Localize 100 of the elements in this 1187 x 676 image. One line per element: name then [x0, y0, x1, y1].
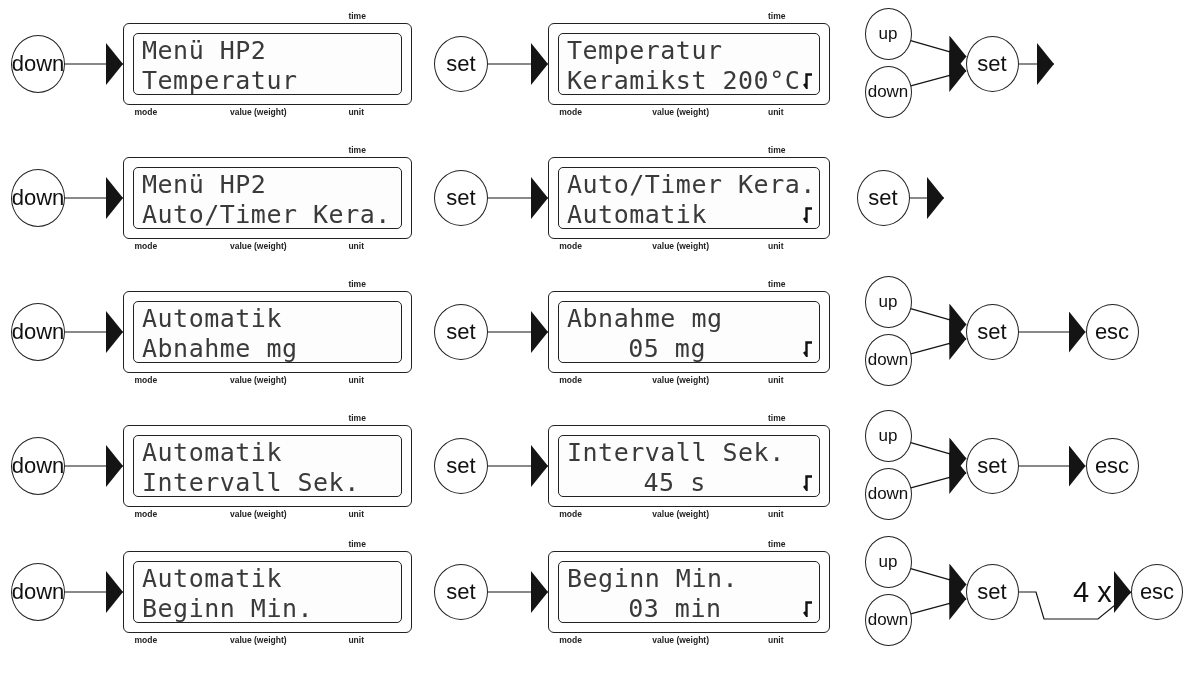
display-caption: unit	[767, 107, 784, 117]
display-caption: unit	[767, 241, 784, 251]
key-button: up	[864, 276, 912, 328]
display-caption: value (weight)	[652, 509, 709, 519]
key-button: down	[864, 594, 912, 646]
lcd-display	[123, 23, 412, 105]
display-caption: time	[767, 11, 786, 21]
display-text: Menü HP2	[142, 36, 267, 66]
display-caption: value (weight)	[652, 107, 709, 117]
display-text: Intervall Sek.	[142, 468, 360, 498]
display-caption: mode	[559, 509, 582, 519]
display-text: Automatik	[567, 200, 707, 230]
display-caption: time	[767, 145, 786, 155]
display-caption: mode	[559, 241, 582, 251]
key-button: down	[11, 563, 65, 621]
display-caption: value (weight)	[652, 241, 709, 251]
display-text: 05 mg	[628, 334, 706, 364]
display-caption: time	[767, 539, 786, 549]
display-caption: unit	[348, 107, 364, 117]
display-caption: mode	[134, 241, 158, 251]
key-button: set	[434, 304, 488, 360]
arrow	[487, 571, 549, 613]
arrow	[910, 49, 967, 92]
arrow	[910, 451, 967, 494]
display-caption: mode	[134, 635, 158, 645]
key-button: up	[864, 536, 912, 588]
display-text: Auto/Timer Kera.	[142, 200, 391, 230]
display-caption: mode	[559, 107, 582, 117]
arrow	[908, 177, 945, 219]
display-text: 45 s	[643, 468, 706, 498]
key-button: down	[11, 303, 65, 361]
display-caption: value (weight)	[229, 241, 287, 251]
display-caption: unit	[767, 375, 784, 385]
arrow	[1017, 571, 1132, 620]
arrow	[64, 311, 124, 353]
arrow	[1017, 43, 1055, 85]
display-text: Beginn Min.	[142, 594, 314, 624]
arrow	[910, 577, 967, 620]
display-text: Auto/Timer Kera.	[567, 170, 816, 200]
lcd-display	[123, 551, 412, 633]
display-text: Intervall Sek.	[567, 438, 785, 468]
key-button: set	[965, 438, 1019, 494]
arrow	[1017, 311, 1087, 353]
display-caption: unit	[348, 375, 364, 385]
display-caption: value (weight)	[229, 107, 287, 117]
display-caption: unit	[767, 635, 784, 645]
arrow	[487, 43, 549, 85]
display-caption: time	[767, 413, 786, 423]
display-caption: unit	[348, 635, 364, 645]
display-text: Keramikst 200°C	[567, 66, 801, 96]
display-caption: time	[348, 279, 366, 289]
display-text: Temperatur	[142, 66, 298, 96]
lcd-display	[123, 291, 412, 373]
key-button: down	[11, 437, 65, 495]
arrow	[487, 177, 549, 219]
lcd-display	[548, 425, 830, 507]
display-caption: mode	[559, 375, 582, 385]
display-caption: unit	[767, 509, 784, 519]
display-caption: value (weight)	[229, 509, 287, 519]
display-caption: value (weight)	[652, 635, 709, 645]
display-caption: time	[348, 145, 366, 155]
display-caption: time	[348, 11, 366, 21]
lcd-display	[123, 157, 412, 239]
display-caption: time	[348, 539, 366, 549]
arrow	[64, 43, 124, 85]
arrow	[487, 445, 549, 487]
lcd-display	[548, 551, 830, 633]
key-button: set	[434, 564, 488, 620]
arrow	[64, 571, 124, 613]
display-text: Menü HP2	[142, 170, 267, 200]
display-caption: mode	[134, 509, 158, 519]
display-caption: unit	[348, 509, 364, 519]
key-button: set	[965, 36, 1019, 92]
lcd-display	[548, 157, 830, 239]
display-text: Abnahme mg	[567, 304, 723, 334]
display-caption: mode	[134, 107, 158, 117]
display-caption: time	[348, 413, 366, 423]
key-button: up	[864, 410, 912, 462]
display-text: 03 min	[628, 594, 722, 624]
key-button: esc	[1085, 304, 1139, 360]
key-button: set	[965, 564, 1019, 620]
key-button: down	[11, 169, 65, 227]
display-text: Automatik	[142, 304, 282, 334]
arrow	[487, 311, 549, 353]
lcd-display	[548, 23, 830, 105]
lcd-display	[123, 425, 412, 507]
key-button: up	[864, 8, 912, 60]
display-text: Automatik	[142, 564, 282, 594]
key-button: esc	[1085, 438, 1139, 494]
display-caption: mode	[134, 375, 158, 385]
display-caption: mode	[559, 635, 582, 645]
display-text: Temperatur	[567, 36, 723, 66]
key-button: set	[434, 170, 488, 226]
arrow	[64, 445, 124, 487]
key-button: set	[434, 36, 488, 92]
lcd-display	[548, 291, 830, 373]
display-caption: value (weight)	[652, 375, 709, 385]
key-button: down	[864, 66, 912, 118]
display-caption: time	[767, 279, 786, 289]
key-button: esc	[1131, 564, 1183, 620]
